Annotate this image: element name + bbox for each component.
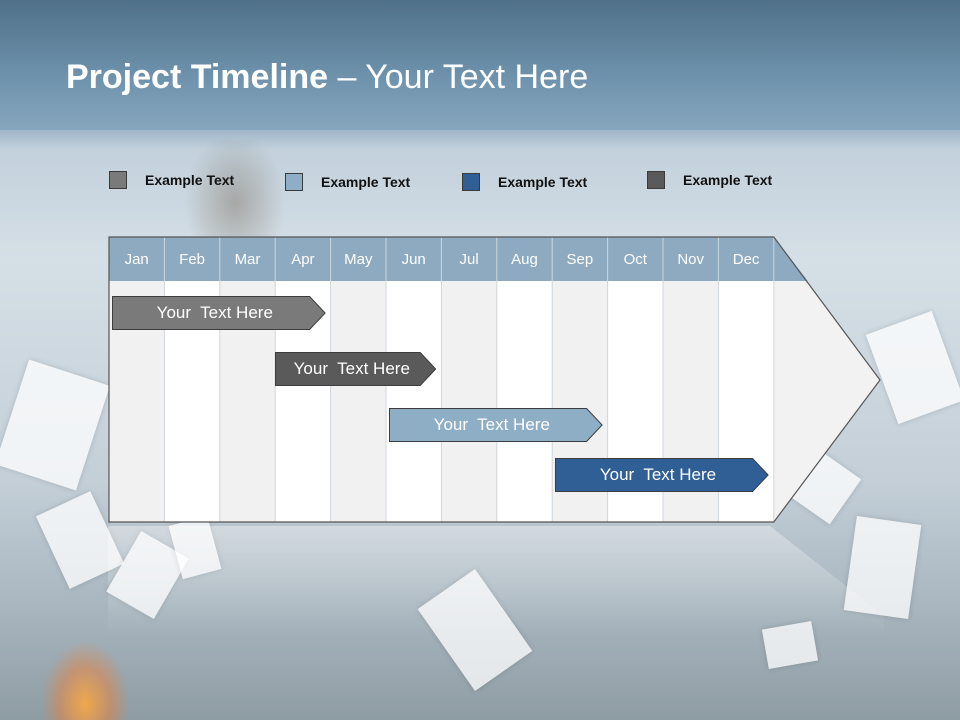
legend-item: Example Text <box>462 172 587 192</box>
month-column <box>496 281 553 522</box>
month-column <box>386 281 442 522</box>
month-label: Jul <box>459 250 479 268</box>
month-label: Apr <box>291 250 315 268</box>
month-column <box>330 281 386 522</box>
month-label: Nov <box>677 250 705 268</box>
legend-label: Example Text <box>145 172 235 188</box>
month-label: Dec <box>732 250 760 268</box>
task-bar-label: Your Text Here <box>433 415 550 434</box>
title-bold: Project Timeline <box>66 58 329 96</box>
task-bar: Your Text Here <box>112 296 326 330</box>
task-bar-label: Your Text Here <box>156 303 273 322</box>
task-bar-label: Your Text Here <box>293 359 410 378</box>
task-bar-shape <box>275 352 437 386</box>
legend-swatch <box>462 173 480 191</box>
legend-label: Example Text <box>683 172 773 188</box>
task-bar: Your Text Here <box>555 458 769 492</box>
task-bar-shape <box>112 296 326 330</box>
flying-paper <box>0 359 110 491</box>
page-title: Project Timeline – Your Text Here <box>66 58 588 97</box>
timeline-outline <box>108 236 881 523</box>
title-band <box>0 0 960 130</box>
legend-swatch <box>647 171 665 189</box>
month-label: Sep <box>566 250 594 268</box>
task-bar: Your Text Here <box>389 408 603 442</box>
legend-item: Example Text <box>647 170 772 190</box>
title-rest: – Your Text Here <box>328 58 589 96</box>
legend-swatch <box>285 173 303 191</box>
task-bar-shape <box>389 408 603 442</box>
task-bar-arrow <box>275 352 437 386</box>
legend-item: Example Text <box>109 170 234 190</box>
fire-glow <box>40 640 130 720</box>
task-bar-label: Your Text Here <box>599 465 717 484</box>
month-label: Jun <box>401 250 426 268</box>
legend-swatch <box>109 171 127 189</box>
month-label: Feb <box>179 250 206 268</box>
task-bar-arrow <box>112 296 326 330</box>
task-bar: Your Text Here <box>275 352 437 386</box>
month-label: May <box>344 250 373 268</box>
legend-label: Example Text <box>321 174 411 190</box>
month-label: Mar <box>234 250 261 268</box>
timeline-reflection <box>108 526 884 636</box>
legend-label: Example Text <box>498 174 588 190</box>
month-header-row <box>109 237 808 281</box>
month-label: Aug <box>511 250 538 268</box>
task-bar-shape <box>555 458 769 492</box>
legend-item: Example Text <box>285 172 410 192</box>
task-bar-arrow <box>389 408 603 442</box>
task-bar-arrow <box>555 458 769 492</box>
month-label: Oct <box>623 250 647 268</box>
month-column <box>441 281 497 522</box>
month-label: Jan <box>124 250 149 268</box>
